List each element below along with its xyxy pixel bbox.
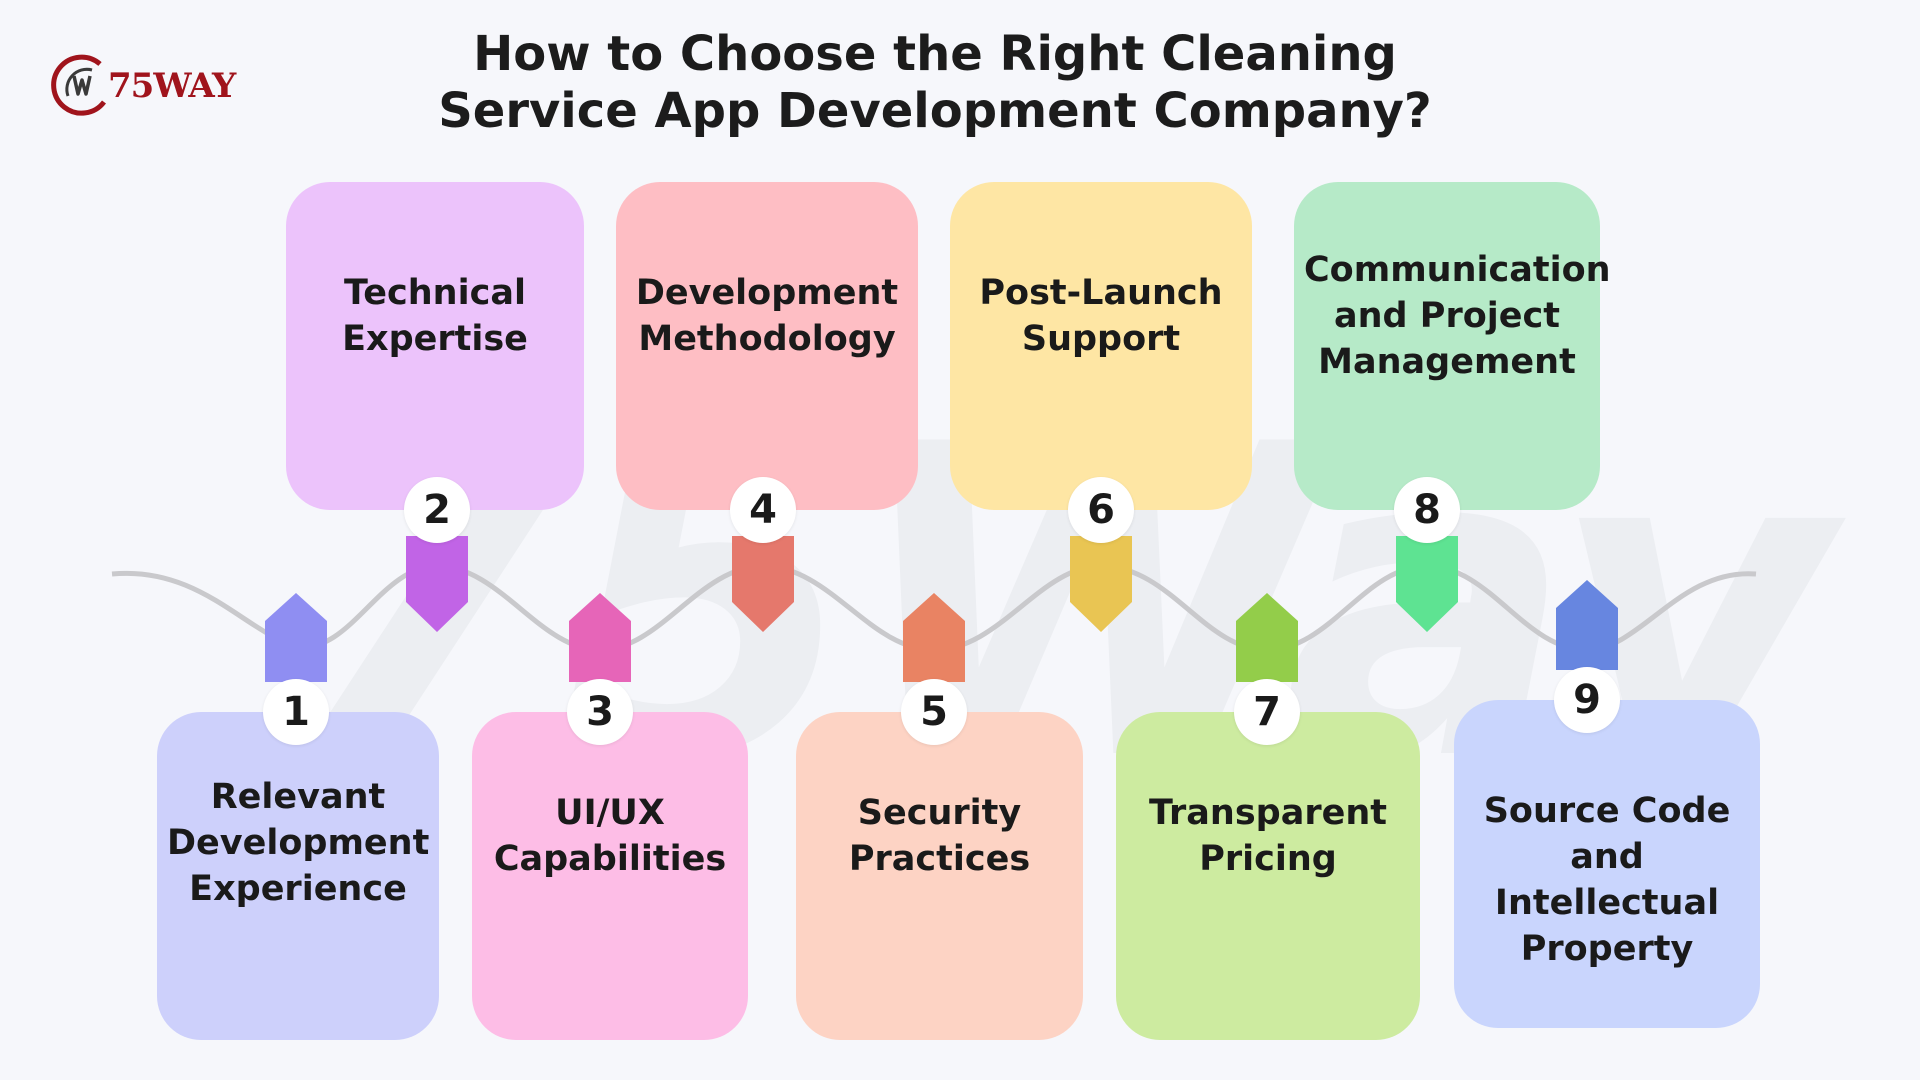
step-label: Relevant Development Experience [167,777,430,909]
step-number-badge: 8 [1394,477,1460,543]
logo-mark-icon [51,54,106,116]
step-connector-2 [406,536,468,632]
step-connector-5 [903,593,965,682]
step-connector-8 [1396,536,1458,632]
step-number-badge: 5 [901,679,967,745]
step-connector-9 [1556,580,1618,670]
step-card-4: Development Methodology [616,182,918,510]
step-label: Communication and Project Management [1304,250,1611,382]
step-card-7: Transparent Pricing [1116,712,1420,1040]
step-number-badge: 4 [730,477,796,543]
step-connector-6 [1070,536,1132,632]
step-connector-3 [569,593,631,682]
step-connector-1 [265,593,327,682]
step-card-6: Post-Launch Support [950,182,1252,510]
logo-text: 75WAY [108,66,236,106]
step-label: Source Code and Intellectual Property [1483,791,1731,969]
title-line-1: How to Choose the Right Cleaning [473,26,1397,82]
step-label: Security Practices [848,793,1031,879]
step-connector-7 [1236,593,1298,682]
step-label: Technical Expertise [342,273,528,359]
title-line-2: Service App Development Company? [438,83,1432,139]
step-label: Development Methodology [635,273,899,359]
step-number-badge: 1 [263,679,329,745]
step-card-5: Security Practices [796,712,1083,1040]
step-number-badge: 9 [1554,667,1620,733]
step-label: UI/UX Capabilities [493,793,727,879]
step-card-3: UI/UX Capabilities [472,712,748,1040]
company-logo: 75WAY [48,50,248,120]
step-number-badge: 7 [1234,679,1300,745]
step-number-badge: 2 [404,477,470,543]
step-label: Transparent Pricing [1149,793,1387,879]
step-card-2: Technical Expertise [286,182,584,510]
page-title: How to Choose the Right Cleaning Service… [360,26,1510,140]
step-number-badge: 6 [1068,477,1134,543]
step-card-9: Source Code and Intellectual Property [1454,700,1760,1028]
step-label: Post-Launch Support [979,273,1223,359]
step-card-1: Relevant Development Experience [157,712,439,1040]
step-number-badge: 3 [567,679,633,745]
step-connector-4 [732,536,794,632]
step-card-8: Communication and Project Management [1294,182,1611,510]
